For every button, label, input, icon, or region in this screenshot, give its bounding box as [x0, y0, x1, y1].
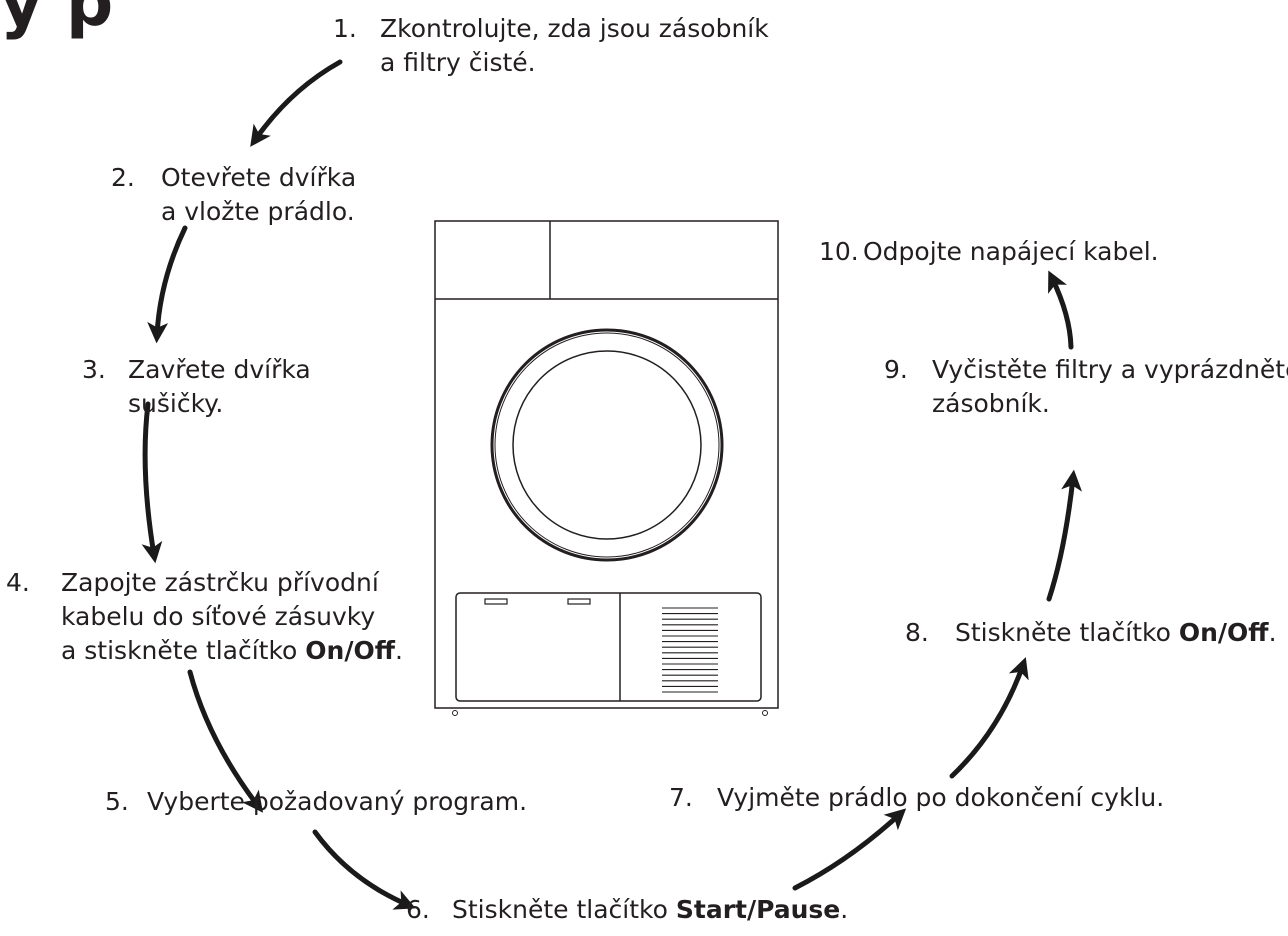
dryer-door-outer [490, 328, 724, 562]
step-2-number: 2. [111, 163, 135, 192]
dryer-door-ring [494, 332, 720, 558]
arrow-3-to-4 [141, 401, 163, 564]
on-off-button-name: On/Off [305, 636, 395, 665]
arrow-8-to-9 [1046, 469, 1083, 602]
step-2-text: Otevřete dvířka a vložte prádlo. [161, 163, 357, 226]
step-10-text: Odpojte napájecí kabel. [863, 237, 1159, 266]
arrow-6-to-7 [792, 808, 907, 891]
dryer-plinth-panel [455, 592, 762, 702]
step-3-text: Zavřete dvířka sušičky. [128, 355, 311, 418]
step-7-text: Vyjměte prádlo po dokončení cyklu. [717, 783, 1165, 812]
page-heading-fragment: y p [0, 0, 114, 41]
step-5-text: Vyberte požadovaný program. [147, 787, 528, 816]
step-8-number: 8. [905, 618, 929, 647]
arrow-9-to-10 [1048, 270, 1074, 350]
step-6-text: Stiskněte tlačítko Start/Pause. [452, 895, 849, 924]
step-8-text: Stiskněte tlačítko On/Off. [955, 618, 1277, 647]
arrow-7-to-8 [949, 657, 1029, 779]
dryer-body [434, 220, 779, 709]
arrow-4-to-5 [187, 669, 264, 813]
step-4-text: Zapojte zástrčku přívodní kabelu do síťo… [61, 568, 403, 665]
arrow-1-to-2 [250, 59, 343, 147]
step-9-text: Vyčistěte filtry a vyprázdněte zásobník. [932, 355, 1288, 418]
step-7-number: 7. [669, 783, 693, 812]
dryer-door-glass [512, 350, 702, 540]
step-10-number: 10. [819, 237, 859, 266]
air-vent-grille [662, 607, 718, 693]
dryer-foot-left [452, 710, 458, 716]
plinth-clip-right [567, 598, 591, 605]
dryer-foot-right [762, 710, 768, 716]
arrow-5-to-6 [312, 829, 416, 910]
step-6-number: 6. [406, 895, 430, 924]
start-pause-button-name: Start/Pause [675, 895, 841, 924]
step-3-number: 3. [82, 355, 106, 384]
step-1-number: 1. [333, 14, 357, 43]
step-1-text: Zkontrolujte, zda jsou zásobník a filtry… [380, 14, 769, 77]
step-4-number: 4. [6, 568, 30, 597]
plinth-clip-left [484, 598, 508, 605]
step-5-number: 5. [105, 787, 129, 816]
arrow-2-to-3 [147, 225, 188, 344]
tumble-dryer-illustration [434, 220, 779, 716]
on-off-button-name: On/Off [1178, 618, 1269, 647]
step-9-number: 9. [884, 355, 908, 384]
process-arrows [141, 59, 1083, 910]
